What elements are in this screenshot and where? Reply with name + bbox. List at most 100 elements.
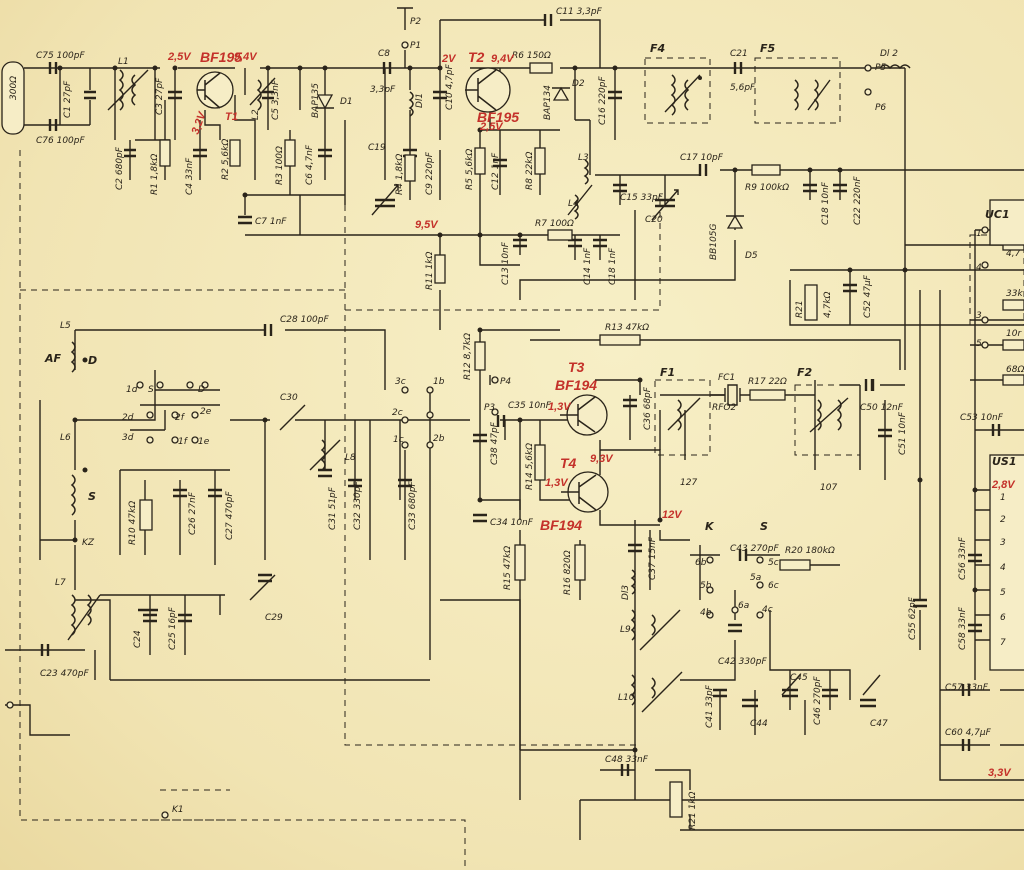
label-dl2: Dl 2	[880, 49, 898, 59]
label-r9: R9 100kΩ	[745, 183, 789, 193]
label-c33: C33 680pF	[408, 481, 418, 530]
sw-1c: 1c	[393, 435, 404, 445]
pin-uc1-5: 5	[976, 339, 982, 349]
label-k: K	[705, 520, 715, 533]
sw-1f: 1f	[178, 437, 189, 447]
sw-5a: 5a	[750, 573, 761, 583]
sw-2c: 2c	[392, 408, 403, 418]
label-c58: C58 33nF	[958, 606, 968, 650]
label-dl1: Dl1	[415, 93, 425, 108]
sw-2d: 2d	[122, 413, 134, 423]
pin-us1-1: 1	[1000, 493, 1006, 503]
sw-1b: 1b	[433, 377, 445, 387]
junctions	[57, 65, 978, 753]
label-33k: 33k	[1006, 289, 1023, 299]
label-c51: C51 10nF	[898, 411, 908, 455]
sw-5c: 5c	[768, 558, 779, 568]
transistor-t4-type: BF194	[540, 517, 582, 533]
label-c50: C50 12nF	[860, 403, 904, 413]
label-c23: C23 470pF	[40, 669, 89, 679]
voltage-9v3: 9,3V	[590, 453, 614, 465]
antenna-impedance-label: 300Ω	[9, 76, 19, 100]
label-c44: C44	[750, 719, 768, 729]
label-c20: C20	[645, 215, 663, 225]
transistor-t1-label: T1	[225, 111, 238, 123]
label-d2: D2	[572, 79, 585, 89]
voltage-2v8: 2,8V	[991, 479, 1016, 491]
sw-6c: 6c	[768, 581, 779, 591]
label-f5: F5	[760, 42, 776, 55]
label-r21-value: 4,7kΩ	[823, 291, 833, 318]
label-c25: C25 16pF	[168, 606, 178, 650]
label-p4: P4	[500, 377, 511, 387]
voltage-9v4-t2: 9,4V	[491, 53, 515, 65]
label-127: 127	[680, 478, 697, 488]
label-c21: C21	[730, 49, 748, 59]
transistor-t4-label: T4	[560, 455, 577, 471]
label-r16: R16 820Ω	[563, 550, 573, 595]
label-c37: C37 15nF	[648, 536, 658, 580]
label-c7: C7 1nF	[255, 217, 287, 227]
label-l2: L2	[251, 109, 261, 120]
sw-6b: 6b	[695, 558, 707, 568]
label-c8-value: 3,3pF	[370, 85, 396, 95]
label-c76: C76 100pF	[36, 136, 85, 146]
label-r3: R3 100Ω	[275, 146, 285, 185]
label-bap134: BAP134	[543, 85, 553, 120]
label-r21b: R21 1kΩ	[688, 791, 698, 830]
sw-6a: 6a	[738, 601, 749, 611]
label-c8: C8	[378, 49, 390, 59]
sw-5b: 5b	[700, 581, 712, 591]
label-c53: C53 10nF	[960, 413, 1004, 423]
label-l5: L5	[60, 321, 71, 331]
label-l10: L10	[618, 693, 635, 703]
pin-us1-4: 4	[1000, 563, 1006, 573]
sw-1s: S	[148, 385, 154, 395]
label-r14: R14 5,6kΩ	[525, 443, 535, 490]
variable-capacitors	[138, 184, 881, 708]
transistors	[196, 67, 609, 513]
voltage-3v2: 3,2V	[190, 109, 210, 136]
label-c12: C12 1nF	[491, 152, 501, 190]
label-c42: C42 330pF	[718, 657, 767, 667]
label-c18: C18 10nF	[821, 181, 831, 225]
sw-3c: 3c	[395, 377, 406, 387]
sw-2e: 2e	[200, 407, 212, 417]
label-c31: C31 51pF	[328, 486, 338, 530]
label-p1: P1	[410, 41, 421, 51]
label-f2: F2	[797, 366, 813, 379]
transistor-t2-type: BF195	[477, 109, 519, 125]
pin-uc1-1: 1	[976, 229, 982, 239]
label-c4: C4 33nF	[185, 157, 195, 195]
label-c21-value: 5,6pF	[730, 83, 756, 93]
label-c47: C47	[870, 719, 888, 729]
label-c11: C11 3,3pF	[556, 7, 603, 17]
label-c14: C14 1nF	[583, 247, 593, 285]
capacitors	[40, 14, 1001, 776]
label-c2: C2 680pF	[115, 146, 125, 190]
label-c55: C55 62pF	[908, 596, 918, 640]
label-s: S	[88, 490, 96, 503]
voltage-2v5-t1: 2,5V	[167, 51, 192, 63]
label-c6: C6 4,7nF	[305, 144, 315, 185]
label-10r: 10r	[1006, 329, 1022, 339]
pin-us1-3: 3	[1000, 538, 1006, 548]
label-c57: C57 33nF	[945, 683, 989, 693]
label-c36: C36 68pF	[643, 386, 653, 430]
pin-us1-7: 7	[1000, 638, 1006, 648]
label-c46: C46 270pF	[813, 676, 823, 725]
label-af: AF	[44, 352, 62, 365]
label-c9: C9 220pF	[425, 151, 435, 195]
label-c3: C3 27pF	[155, 77, 165, 115]
label-c28: C28 100pF	[280, 315, 329, 325]
label-us1: US1	[992, 455, 1017, 468]
label-p2: P2	[410, 17, 421, 27]
voltage-9v4-t1: 9,4V	[234, 51, 258, 63]
sw-4c: 4c	[762, 605, 773, 615]
label-bap135: BAP135	[311, 83, 321, 118]
ic-us1	[989, 454, 1024, 671]
voltage-12v: 12V	[662, 509, 683, 521]
label-r17: R17 22Ω	[748, 377, 787, 387]
label-c52: C52 47µF	[863, 274, 873, 318]
